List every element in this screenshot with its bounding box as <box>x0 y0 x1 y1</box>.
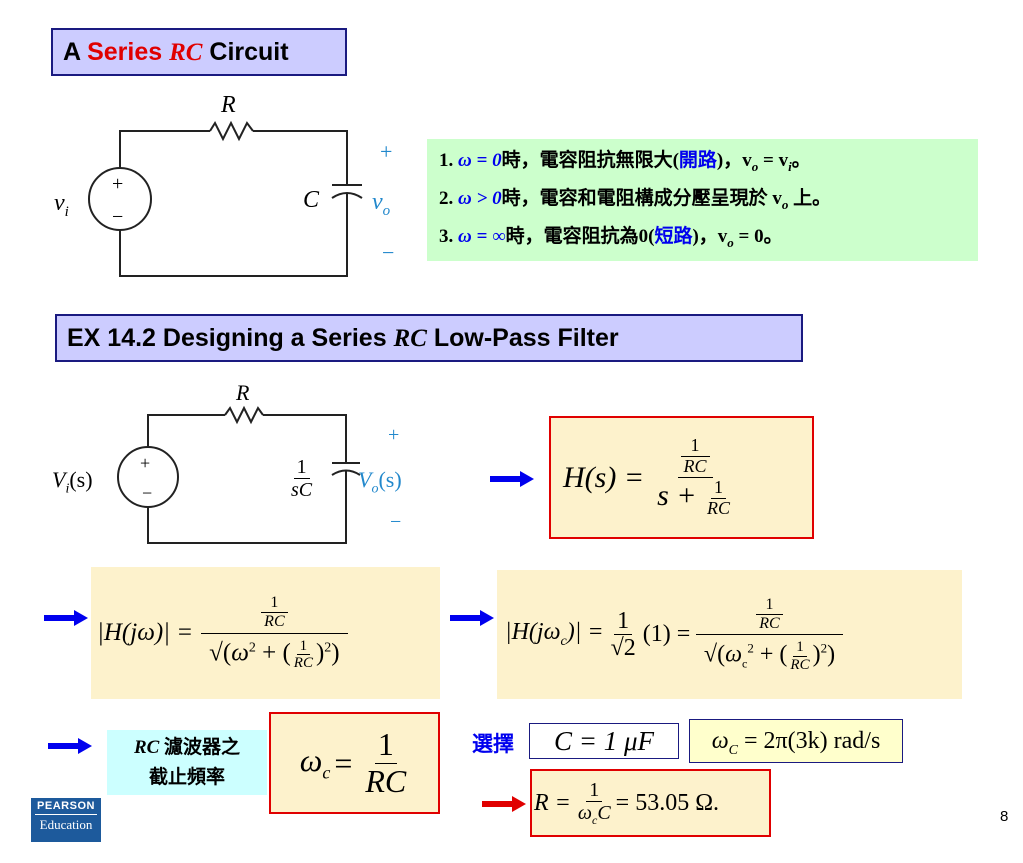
note-item: 1. ω = 0時，電容阻抗無限大(開路)，vo = vi。 <box>439 150 811 174</box>
blue-arrow-icon <box>44 610 88 626</box>
input-voltage-label: vi <box>54 190 69 220</box>
blue-arrow-icon <box>48 738 92 754</box>
output-voltage-label-2: Vo(s) <box>358 467 402 497</box>
source-plus-2: + <box>140 453 151 473</box>
lowpass-filter-circuit-diagram <box>117 405 361 544</box>
section-title-rc-circuit: A Series RC Circuit <box>51 28 347 76</box>
resistor-label-2: R <box>236 380 250 405</box>
source-minus: − <box>112 206 124 228</box>
red-arrow-icon <box>482 796 526 812</box>
series-rc-circuit-diagram <box>88 120 363 277</box>
note-item: 3. ω = ∞時，電容阻抗為0(短路)，vo = 0。 <box>439 225 783 250</box>
cutoff-value-box: ωC = 2π(3k) rad/s <box>689 719 903 763</box>
capacitor-label: C <box>303 187 320 213</box>
output-plus: + <box>380 139 393 164</box>
cutoff-frequency-label: RC 濾波器之 截止頻率 <box>107 730 267 795</box>
blue-arrow-icon <box>490 471 534 487</box>
pearson-education-logo: PEARSON Education <box>31 798 101 842</box>
blue-arrow-icon <box>450 610 494 626</box>
frequency-notes: 1. ω = 0時，電容阻抗無限大(開路)，vo = vi。 2. ω > 0時… <box>427 139 978 261</box>
section-title-example: EX 14.2 Designing a Series RC Low-Pass F… <box>55 314 803 362</box>
source-plus: + <box>112 173 124 195</box>
output-minus: − <box>382 240 395 265</box>
note-item: 2. ω > 0時，電容和電阻構成分壓呈現於 vo 上。 <box>439 187 832 212</box>
page-number: 8 <box>1000 808 1009 825</box>
capacitor-value-box: C = 1 μF <box>529 723 679 759</box>
choose-label: 選擇 <box>472 732 514 756</box>
transfer-function-fraction: 1 RC s + 1 RC <box>657 435 731 518</box>
resistor-label: R <box>221 92 236 118</box>
output-plus-2: + <box>388 424 400 446</box>
input-voltage-label-2: Vi(s) <box>52 467 93 497</box>
output-voltage-label: vo <box>372 189 391 219</box>
transfer-function-box: H(s) = 1 RC s + 1 RC <box>549 416 814 539</box>
output-minus-2: − <box>390 511 402 533</box>
source-minus-2: − <box>142 483 153 503</box>
capacitor-impedance-label: 1 sC <box>291 456 313 501</box>
